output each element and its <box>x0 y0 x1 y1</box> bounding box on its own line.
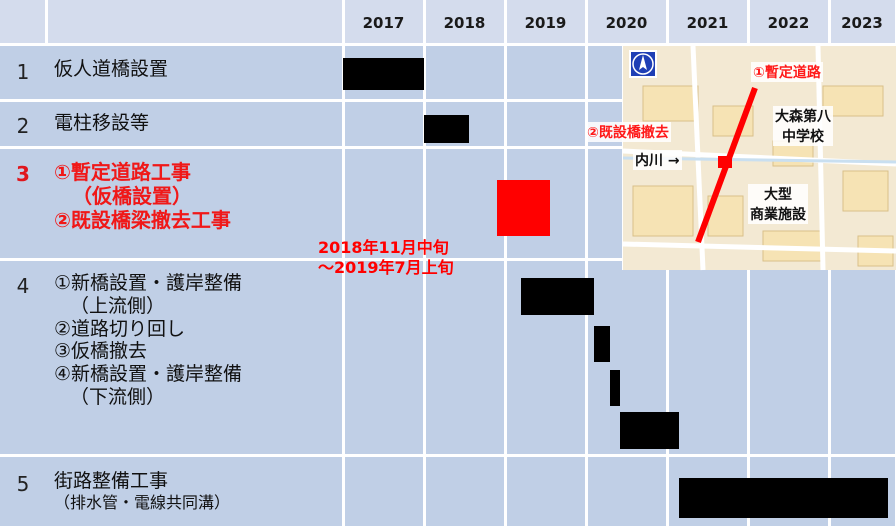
header-cell <box>506 0 585 43</box>
header-cell <box>587 0 666 43</box>
header-cell <box>749 0 828 43</box>
map-label-school: 大森第八 中学校 <box>773 106 833 146</box>
header-cell <box>425 0 504 43</box>
task-number: 3 <box>16 162 30 186</box>
gantt-bar <box>620 412 680 449</box>
grid-cell <box>0 46 342 99</box>
year-label: 2019 <box>524 14 567 32</box>
gantt-bar <box>521 278 595 315</box>
year-label: 2021 <box>686 14 729 32</box>
grid-cell <box>425 149 504 258</box>
task-label: 電柱移設等 <box>54 112 149 135</box>
map-label-mall: 大型 商業施設 <box>748 184 808 224</box>
gantt-bar <box>343 58 424 90</box>
grid-cell <box>0 149 342 258</box>
gantt-bar <box>424 115 469 143</box>
grid-cell <box>506 457 585 526</box>
header-cell <box>668 0 747 43</box>
year-label: 2023 <box>841 14 883 32</box>
grid-cell <box>830 261 895 454</box>
task-number: 2 <box>16 114 30 138</box>
map-label-removal: ②既設橋撤去 <box>585 122 671 142</box>
header-cell <box>830 0 895 43</box>
task-label: 街路整備工事（排水管・電線共同溝） <box>54 470 230 512</box>
map-label-road: ①暫定道路 <box>751 62 823 82</box>
task-number: 5 <box>16 472 30 496</box>
grid-cell <box>344 102 423 146</box>
grid-cell <box>344 457 423 526</box>
grid-cell <box>749 261 828 454</box>
north-arrow-icon <box>629 50 657 78</box>
grid-cell <box>0 261 342 454</box>
task-number: 1 <box>16 60 30 84</box>
task-label-line: ④新橋設置・護岸整備 <box>54 363 243 386</box>
task-number: 4 <box>16 274 30 298</box>
header-cell <box>0 0 45 43</box>
grid-cell <box>668 261 747 454</box>
gantt-bar <box>610 370 621 406</box>
task-label-line: ③仮橋撤去 <box>54 340 148 363</box>
grid-cell <box>0 102 342 146</box>
year-label: 2022 <box>767 14 810 32</box>
task-label-line: （排水管・電線共同溝） <box>54 492 231 512</box>
site-map: ①暫定道路 ②既設橋撤去 内川 → 大森第八 中学校 大型 商業施設 <box>585 45 896 271</box>
schedule-annotation: 2018年11月中旬 ～2019年7月上旬 <box>318 238 454 277</box>
grid-cell <box>0 457 342 526</box>
grid-cell <box>425 457 504 526</box>
task-label-line: ①暫定道路工事 <box>54 160 191 184</box>
grid-cell <box>425 261 504 454</box>
grid-cell <box>425 46 504 99</box>
header-cell <box>47 0 342 43</box>
grid-cell <box>506 46 585 99</box>
task-label-line: 街路整備工事 <box>54 470 169 492</box>
task-label-line: （上流側） <box>70 294 166 317</box>
task-label: 仮人道橋設置 <box>54 58 168 81</box>
task-label: ①暫定道路工事（仮橋設置）②既設橋梁撤去工事 <box>54 160 231 232</box>
map-label-river: 内川 → <box>633 150 682 170</box>
grid-cell <box>587 457 666 526</box>
task-label-line: 仮人道橋設置 <box>54 58 169 80</box>
gantt-bar <box>594 326 611 362</box>
task-label-line: ②既設橋梁撤去工事 <box>54 208 231 232</box>
year-label: 2018 <box>443 14 486 32</box>
grid-cell <box>344 149 423 258</box>
gantt-bar <box>679 478 889 518</box>
header-cell <box>344 0 423 43</box>
grid-cell <box>506 102 585 146</box>
task-label-line: ②道路切り回し <box>54 317 186 340</box>
task-label-line: （仮橋設置） <box>72 184 192 208</box>
task-label-line: （下流側） <box>70 385 166 408</box>
task-label-line: ①新橋設置・護岸整備 <box>54 272 243 294</box>
bridge-removal-marker <box>718 156 732 168</box>
task-label-line: 電柱移設等 <box>54 112 150 134</box>
year-label: 2017 <box>362 14 405 32</box>
grid-cell <box>344 261 423 454</box>
year-label: 2020 <box>605 14 648 32</box>
gantt-bar <box>496 180 550 236</box>
